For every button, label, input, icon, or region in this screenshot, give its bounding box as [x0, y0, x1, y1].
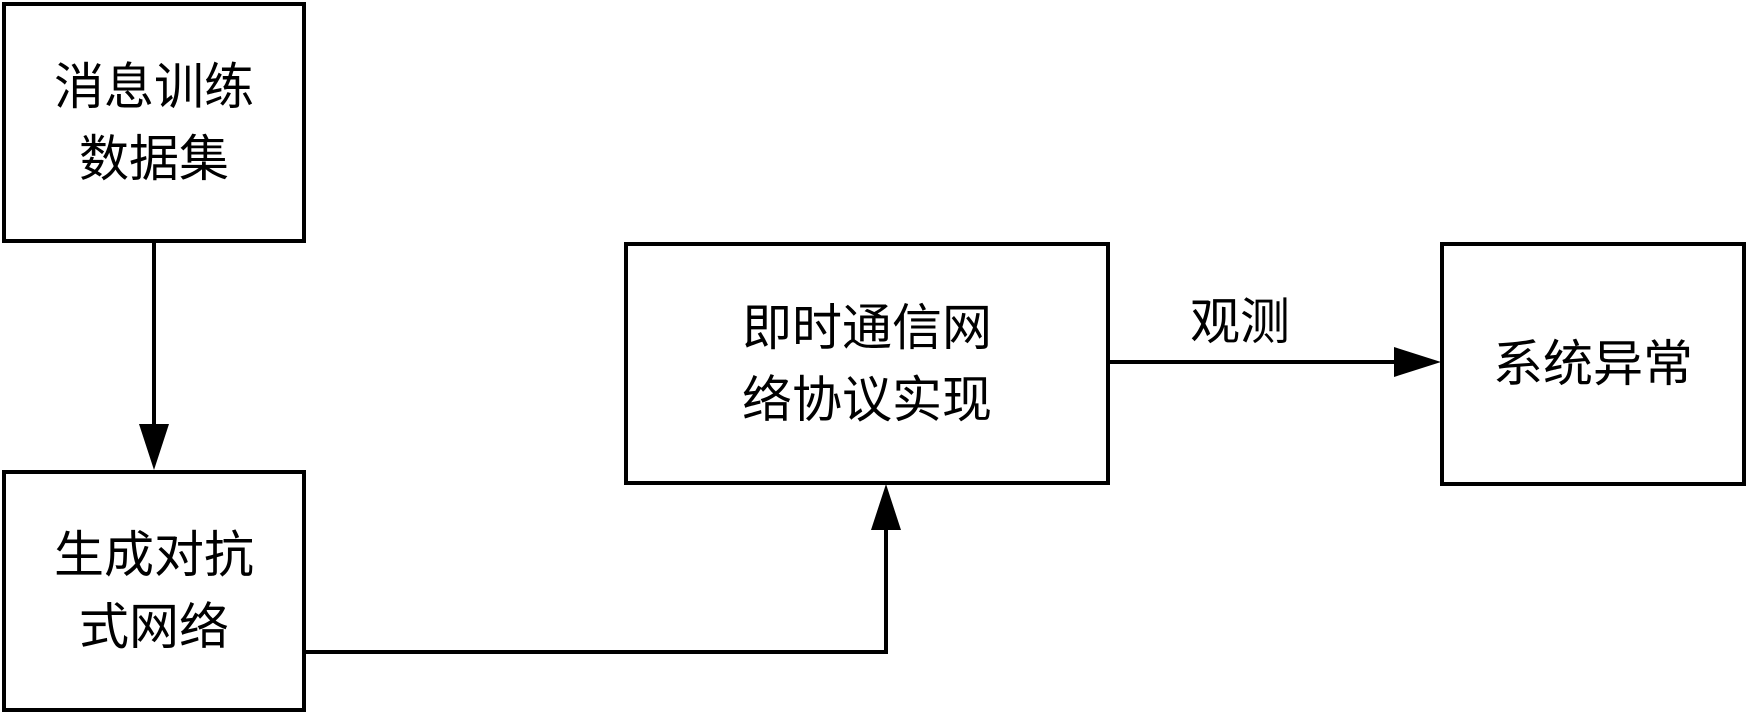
- node-protocol-line2: 络协议实现: [742, 370, 992, 429]
- edge-label-observe: 观测: [1190, 293, 1290, 351]
- node-dataset-line2: 数据集: [79, 129, 229, 188]
- node-dataset-line1: 消息训练: [54, 57, 254, 116]
- arrow-gan-to-protocol: [305, 525, 888, 654]
- node-protocol: 即时通信网络协议实现: [624, 242, 1110, 485]
- node-gan-line1: 生成对抗: [54, 526, 254, 584]
- node-protocol-line1: 即时通信网: [742, 298, 992, 357]
- arrowhead-up-icon: [871, 484, 901, 530]
- arrowhead-right-icon: [1394, 347, 1441, 377]
- node-gan-line2: 式网络: [79, 598, 229, 656]
- arrowhead-down-icon: [139, 424, 169, 470]
- node-dataset: 消息训练数据集: [2, 2, 306, 243]
- node-gan: 生成对抗式网络: [2, 470, 306, 712]
- node-anomaly: 系统异常: [1440, 242, 1746, 486]
- node-anomaly-text: 系统异常: [1493, 335, 1693, 393]
